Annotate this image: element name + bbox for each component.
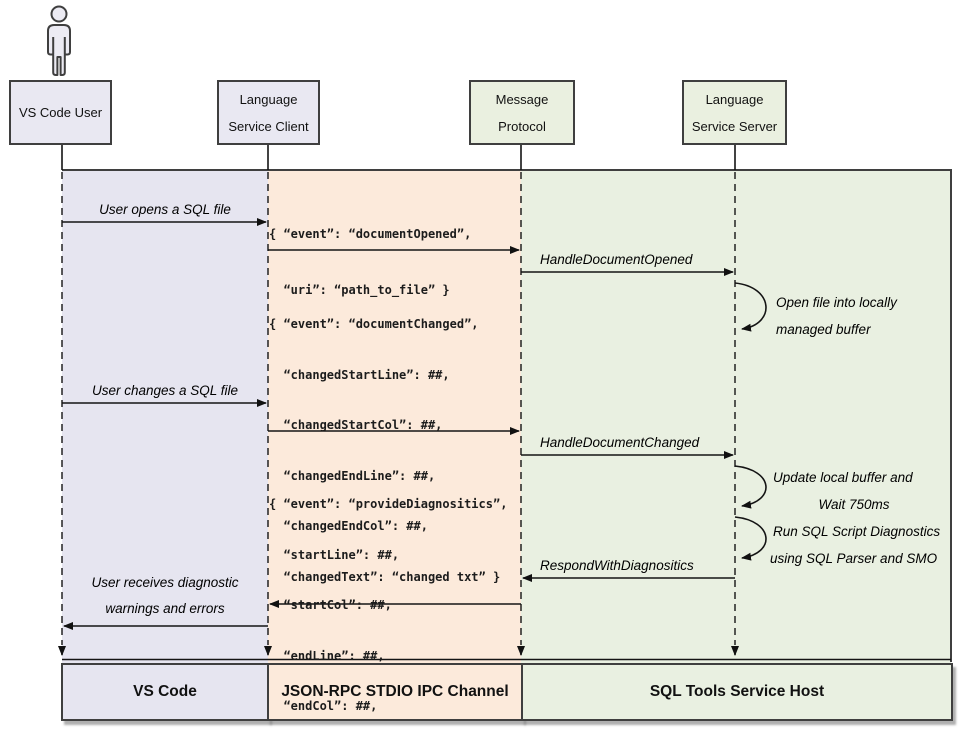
actor-label-line1: Language bbox=[239, 91, 298, 107]
actor-box-language-service-client: Language Service Client bbox=[217, 80, 320, 145]
payload-line: { “event”: “documentOpened”, bbox=[269, 227, 472, 241]
actor-box-vscode-user: VS Code User bbox=[9, 80, 112, 145]
footer-box-sql-tools-service-host: SQL Tools Service Host bbox=[521, 663, 953, 721]
payload-line: “changedEndLine”: ##, bbox=[269, 468, 436, 483]
loop-run-diagnostics bbox=[734, 516, 767, 561]
payload-document-changed: { “event”: “documentChanged”, “changedSt… bbox=[269, 285, 500, 617]
lifelines bbox=[61, 172, 736, 645]
lane-jsonrpc-channel bbox=[268, 171, 521, 663]
payload-line: “startLine”: ##, bbox=[269, 547, 400, 562]
label-update-buffer-line2: Wait 750ms bbox=[818, 497, 890, 512]
payload-line: “changedStartLine”: ##, bbox=[269, 367, 450, 382]
payload-line: “endCol”: ##, bbox=[269, 699, 378, 714]
label-user-opens-sql-file: User opens a SQL file bbox=[99, 202, 231, 217]
self-call-loops bbox=[734, 282, 767, 561]
label-run-diagnostics-line1: Run SQL Script Diagnostics bbox=[773, 524, 941, 539]
lane-sql-tools-host bbox=[521, 171, 951, 663]
payload-document-opened: { “event”: “documentOpened”, “uri”: “pat… bbox=[269, 192, 471, 332]
payload-line: “uri”: “path_to_file” } bbox=[269, 283, 450, 297]
payload-line: “changedStartCol”: ##, bbox=[269, 418, 443, 433]
label-update-buffer-line1: Update local buffer and bbox=[773, 470, 913, 485]
footer-box-jsonrpc-channel: JSON-RPC STDIO IPC Channel bbox=[267, 663, 523, 721]
actor-connector-stubs bbox=[61, 145, 736, 170]
actor-box-message-protocol: Message Protocol bbox=[469, 80, 575, 145]
label-open-file-line2: managed buffer bbox=[776, 322, 871, 337]
footer-label: SQL Tools Service Host bbox=[649, 683, 825, 700]
actor-label-line2: Protocol bbox=[498, 118, 546, 134]
user-actor-icon bbox=[47, 5, 71, 76]
payload-line: “changedEndCol”: ##, bbox=[269, 519, 428, 534]
footer-label: JSON-RPC STDIO IPC Channel bbox=[281, 683, 509, 700]
actor-label: VS Code User bbox=[18, 105, 103, 120]
payload-line: { “event”: “provideDiagnositics”, bbox=[269, 497, 508, 511]
actor-label-line1: Language bbox=[705, 91, 764, 107]
footer-box-vscode: VS Code bbox=[61, 663, 269, 721]
actor-label-line2: Service Client bbox=[228, 118, 309, 134]
label-handle-document-changed: HandleDocumentChanged bbox=[540, 435, 700, 450]
lifeline-end-arrows bbox=[58, 646, 739, 656]
lane-frame-border bbox=[62, 169, 952, 662]
message-arrows bbox=[62, 218, 735, 630]
label-user-changes-sql-file: User changes a SQL file bbox=[91, 383, 239, 398]
actor-label-line1: Message bbox=[495, 91, 549, 107]
label-respond-with-diagnostics: RespondWithDiagnositics bbox=[540, 558, 694, 573]
payload-line: “changedText”: “changed txt” } bbox=[269, 569, 501, 584]
loop-open-file-buffer bbox=[734, 282, 767, 332]
label-open-file-line1: Open file into locally bbox=[776, 295, 897, 310]
loop-update-buffer-wait bbox=[734, 465, 767, 509]
label-handle-document-opened: HandleDocumentOpened bbox=[540, 252, 693, 267]
footer-label: VS Code bbox=[133, 683, 197, 700]
actor-box-language-service-server: Language Service Server bbox=[682, 80, 787, 145]
actor-label-line2: Service Server bbox=[691, 118, 778, 134]
payload-provide-diagnostics: { “event”: “provideDiagnositics”, “start… bbox=[269, 465, 507, 732]
lane-vscode bbox=[62, 171, 268, 663]
payload-line: { “event”: “documentChanged”, bbox=[269, 317, 479, 331]
label-run-diagnostics-line2: using SQL Parser and SMO bbox=[770, 551, 938, 566]
payload-line: “startCol”: ##, bbox=[269, 598, 392, 613]
payload-line: “endLine”: ##, bbox=[269, 648, 385, 663]
label-user-receives-line2: warnings and errors bbox=[105, 601, 225, 616]
label-user-receives-line1: User receives diagnostic bbox=[91, 575, 239, 590]
